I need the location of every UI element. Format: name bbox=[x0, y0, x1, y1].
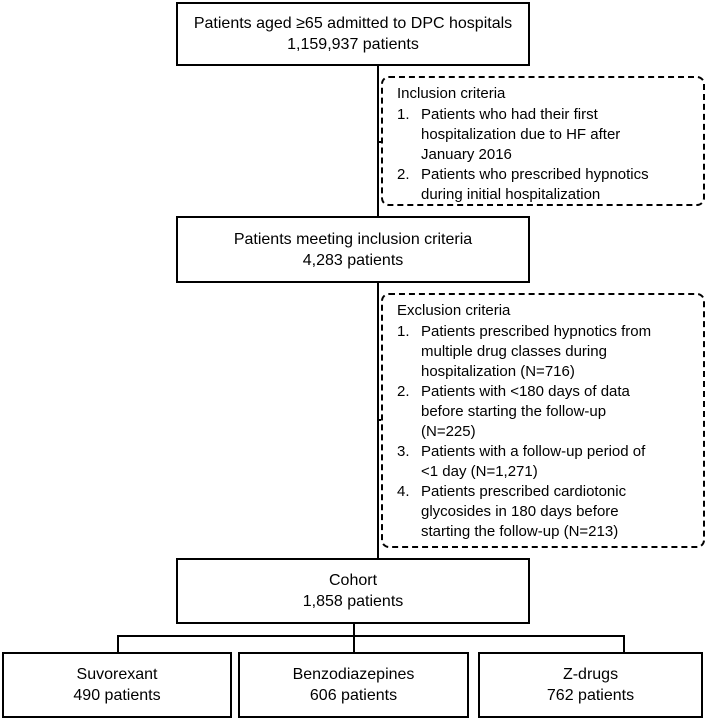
exclusion-criteria-heading: Exclusion criteria bbox=[397, 302, 511, 319]
connector-cohort-down bbox=[353, 624, 355, 636]
inclusion-criterion-line: Patients who had their first bbox=[421, 106, 598, 123]
group-title: Suvorexant bbox=[76, 666, 158, 683]
box-cohort-title: Cohort bbox=[328, 572, 378, 589]
exclusion-criterion-line: Patients with a follow-up period of bbox=[421, 443, 646, 460]
box-group-benzodiazepines: Benzodiazepines 606 patients bbox=[238, 652, 469, 718]
group-count: 762 patients bbox=[546, 687, 635, 704]
exclusion-criterion-3: 3. Patients with a follow-up period of <… bbox=[397, 442, 693, 482]
inclusion-criterion-line: hospitalization due to HF after bbox=[421, 126, 621, 143]
exclusion-criterion-line: Patients prescribed hypnotics from bbox=[421, 323, 652, 340]
inclusion-criteria-list: 1. Patients who had their first hospital… bbox=[397, 105, 693, 205]
box-patients-admitted: Patients aged ≥65 admitted to DPC hospit… bbox=[176, 2, 530, 66]
box-cohort-count: 1,858 patients bbox=[302, 593, 404, 610]
exclusion-criterion-line: hospitalization (N=716) bbox=[421, 363, 575, 380]
group-count: 606 patients bbox=[309, 687, 398, 704]
box-patients-admitted-title: Patients aged ≥65 admitted to DPC hospit… bbox=[193, 15, 513, 32]
exclusion-criterion-line: Patients prescribed cardiotonic bbox=[421, 483, 627, 500]
exclusion-criteria-box: Exclusion criteria 1. Patients prescribe… bbox=[381, 293, 705, 548]
group-title: Z-drugs bbox=[562, 666, 619, 683]
box-group-suvorexant: Suvorexant 490 patients bbox=[2, 652, 232, 718]
exclusion-criterion-number: 4. bbox=[397, 483, 410, 500]
exclusion-criteria-list: 1. Patients prescribed hypnotics from mu… bbox=[397, 322, 693, 542]
exclusion-criterion-2: 2. Patients with <180 days of data befor… bbox=[397, 382, 693, 442]
connector-to-suvorexant bbox=[117, 635, 119, 652]
box-meeting-inclusion-count: 4,283 patients bbox=[302, 251, 404, 269]
group-title: Benzodiazepines bbox=[292, 666, 415, 683]
box-patients-admitted-count: 1,159,937 patients bbox=[287, 36, 419, 53]
connector-branch-horizontal bbox=[117, 635, 625, 637]
exclusion-criterion-4: 4. Patients prescribed cardiotonic glyco… bbox=[397, 482, 693, 542]
exclusion-criterion-line: starting the follow-up (N=213) bbox=[421, 523, 619, 540]
inclusion-criterion-number: 1. bbox=[397, 106, 410, 123]
connector-to-benzodiazepines bbox=[353, 635, 355, 652]
exclusion-criterion-number: 2. bbox=[397, 383, 410, 400]
inclusion-criteria-heading: Inclusion criteria bbox=[397, 85, 506, 102]
box-meeting-inclusion-title: Patients meeting inclusion criteria bbox=[233, 230, 473, 248]
exclusion-criterion-line: glycosides in 180 days before bbox=[421, 503, 619, 520]
exclusion-criterion-line: multiple drug classes during bbox=[421, 343, 607, 360]
box-group-zdrugs: Z-drugs 762 patients bbox=[478, 652, 703, 718]
inclusion-criterion-2: 2. Patients who prescribed hypnotics dur… bbox=[397, 165, 693, 205]
group-count: 490 patients bbox=[73, 687, 161, 704]
box-cohort: Cohort 1,858 patients bbox=[176, 558, 530, 624]
box-meeting-inclusion: Patients meeting inclusion criteria 4,28… bbox=[176, 216, 530, 283]
inclusion-criterion-number: 2. bbox=[397, 166, 410, 183]
connector-to-exclusion bbox=[377, 419, 383, 421]
inclusion-criterion-line: during initial hospitalization bbox=[421, 186, 601, 203]
exclusion-criterion-line: (N=225) bbox=[421, 423, 476, 440]
exclusion-criterion-1: 1. Patients prescribed hypnotics from mu… bbox=[397, 322, 693, 382]
inclusion-criterion-line: Patients who prescribed hypnotics bbox=[421, 166, 649, 183]
exclusion-criterion-line: <1 day (N=1,271) bbox=[421, 463, 538, 480]
connector-to-zdrugs bbox=[623, 635, 625, 652]
exclusion-criterion-number: 1. bbox=[397, 323, 410, 340]
inclusion-criteria-box: Inclusion criteria 1. Patients who had t… bbox=[381, 76, 705, 206]
exclusion-criterion-number: 3. bbox=[397, 443, 410, 460]
connector-to-inclusion bbox=[377, 141, 383, 143]
inclusion-criterion-1: 1. Patients who had their first hospital… bbox=[397, 105, 693, 165]
exclusion-criterion-line: Patients with <180 days of data bbox=[421, 383, 630, 400]
inclusion-criterion-line: January 2016 bbox=[421, 146, 512, 163]
exclusion-criterion-line: before starting the follow-up bbox=[421, 403, 607, 420]
